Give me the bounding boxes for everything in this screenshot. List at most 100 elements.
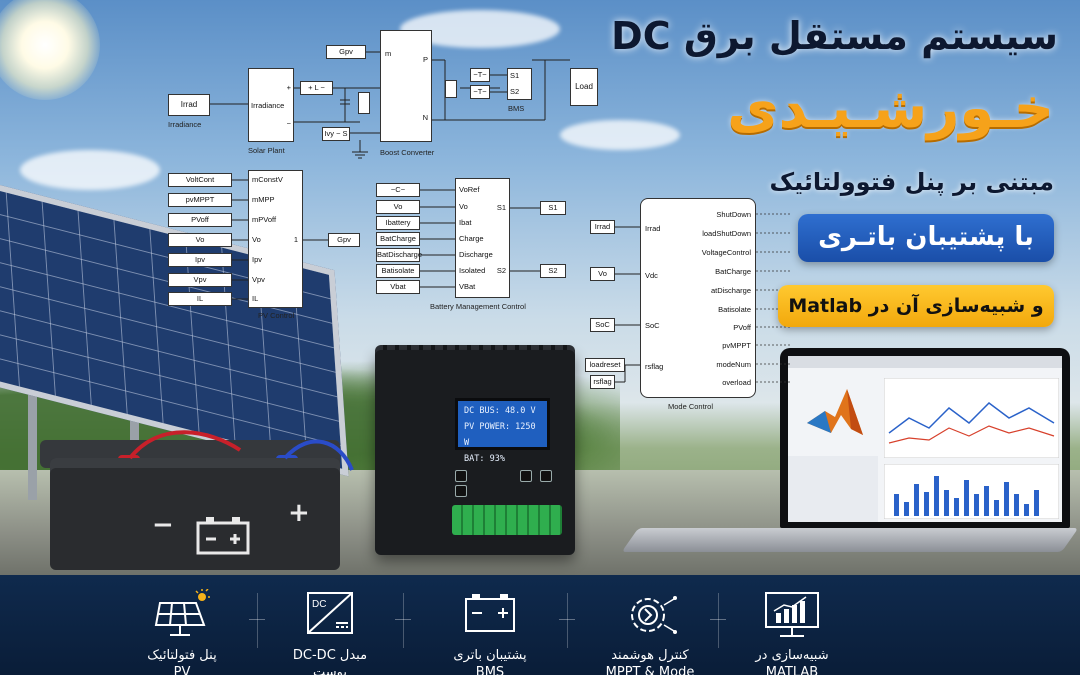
mode-port-irrad: Irrad [645, 224, 661, 233]
mode-input-rsflag[interactable]: rsflag [590, 375, 615, 389]
bmc-input-batcharge[interactable]: BatCharge [376, 232, 420, 246]
matlab-workspace-panel [788, 456, 878, 522]
solar-plant-port-minus: − [286, 119, 291, 128]
pv-port-mconstv: mConstV [252, 175, 283, 184]
feature-dc-label: مبدل DC-DC [292, 648, 368, 663]
matlab-plot [884, 378, 1059, 458]
current-sensor-block[interactable] [445, 80, 457, 98]
pv-control-name: PV Control [258, 311, 295, 320]
bmc-input-vo[interactable]: Vo [376, 200, 420, 214]
battery-image [50, 458, 340, 570]
pv-input-voltcont[interactable]: VoltCont [168, 173, 232, 187]
boost-ivy-tag[interactable]: Ivy − S [322, 127, 350, 141]
controller-button[interactable] [540, 470, 552, 482]
boost-port-m: m [385, 49, 392, 58]
mode-out-overload: overload [722, 378, 751, 387]
boost-converter-name: Boost Converter [380, 148, 435, 157]
headline-subtitle: مبتنی بر پنل فتوولتائیک [769, 168, 1054, 196]
mode-out-pvoff: PVoff [733, 323, 751, 332]
feature-battery-label: پشتیبان باتری [453, 648, 527, 663]
mode-input-loadreset[interactable]: loadreset [585, 358, 625, 372]
solar-plant-port-irradiance: Irradiance [251, 101, 285, 110]
load-block[interactable]: Load [570, 68, 598, 106]
mode-out-modenum: modeNum [716, 360, 751, 369]
bmc-output-s2[interactable]: S2 [540, 264, 566, 278]
matlab-logo-icon [807, 389, 863, 435]
pv-input-pvoff[interactable]: PVoff [168, 213, 232, 227]
bmc-input-ibattery[interactable]: Ibattery [376, 216, 420, 230]
feature-dc-dc: DC مبدل DC-DC بوست [250, 589, 410, 675]
pv-output-gpv[interactable]: Gpv [328, 233, 360, 247]
bms-block[interactable]: S1 S2 [507, 68, 532, 100]
battery-minus-symbol: − [152, 510, 174, 540]
headline-title: سیستم مستقل برق DC [611, 14, 1058, 58]
mode-out-shutdown: ShutDown [716, 210, 751, 219]
solar-plant-name: Solar Plant [248, 146, 285, 155]
terminal-block [452, 505, 562, 535]
battery-management-block[interactable]: VoRef Vo Ibat Charge Discharge Isolated … [455, 178, 510, 298]
pv-port-mmpp: mMPP [252, 195, 275, 204]
voltage-sensor-block[interactable] [358, 92, 370, 114]
feature-battery-sublabel: BMS [475, 665, 505, 675]
boost-gpv-tag[interactable]: Gpv [326, 45, 366, 59]
pv-port-out: 1 [293, 235, 298, 244]
mode-out-batisolate: Batisolate [718, 305, 751, 314]
mode-port-soc: SoC [645, 321, 660, 330]
pv-input-vo[interactable]: Vo [168, 233, 232, 247]
cloud [20, 150, 160, 190]
bms-port-s1: S1 [510, 71, 520, 80]
feature-matlab-sublabel: MATLAB [765, 665, 819, 675]
load-label: Load [575, 82, 593, 91]
sun [0, 0, 100, 100]
bmc-input-c[interactable]: −C− [376, 183, 420, 197]
feature-pv-panel: پنل فتولتائیک PV [102, 589, 262, 675]
bmc-output-s1[interactable]: S1 [540, 201, 566, 215]
mode-input-vo[interactable]: Vo [590, 267, 615, 281]
mode-out-batcharge: BatCharge [715, 267, 751, 276]
bms-port-s2: S2 [510, 87, 520, 96]
battery-backup-badge: با پشتیبان باتـری [798, 214, 1054, 262]
bmc-input-vbat[interactable]: Vbat [376, 280, 420, 294]
mode-input-irrad[interactable]: Irrad [590, 220, 615, 234]
pv-input-vpv[interactable]: Vpv [168, 273, 232, 287]
bms-tag-t1[interactable]: −T− [470, 68, 490, 82]
mode-port-rsflag: rsflag [645, 362, 664, 371]
pv-control-block[interactable]: mConstV mMPP mPVoff Vo Ipv Vpv IL 1 [248, 170, 303, 308]
solar-plant-block[interactable]: Irradiance + − [248, 68, 294, 142]
mode-control-block[interactable]: Irrad Vdc SoC rsflag ShutDown loadShutDo… [640, 198, 756, 398]
display-battery: BAT: 93% [464, 454, 505, 464]
controller-button[interactable] [520, 470, 532, 482]
controller-button[interactable] [455, 470, 467, 482]
monitor-chart-icon [765, 592, 819, 637]
pv-input-il[interactable]: IL [168, 292, 232, 306]
solar-plant-port-plus: + [286, 83, 291, 92]
feature-control-sublabel: MPPT & Mode [605, 665, 695, 675]
feature-separator [249, 593, 265, 648]
feature-separator [710, 593, 726, 648]
matlab-simulation-badge: و شبیه‌سازی آن در Matlab [778, 285, 1054, 327]
pv-input-pvmppt[interactable]: pvMPPT [168, 193, 232, 207]
pv-port-vo: Vo [252, 235, 261, 244]
mode-input-soc[interactable]: SoC [590, 318, 615, 332]
bmc-input-batdischarge[interactable]: BatDischarge [376, 248, 422, 262]
mode-port-vdc: Vdc [645, 271, 658, 280]
feature-pv-sublabel: PV [173, 665, 191, 675]
bmc-port-vo: Vo [459, 202, 468, 211]
controller-button[interactable] [455, 485, 467, 497]
bmc-port-voref: VoRef [459, 185, 480, 194]
dc-icon-text: DC [312, 599, 326, 610]
display-dc-bus: DC BUS: 48.0 V [464, 406, 536, 416]
irradiance-input-block[interactable]: Irrad [168, 94, 210, 116]
controller-display: DC BUS: 48.0 V PV POWER: 1250 W BAT: 93% [455, 398, 550, 464]
pv-port-vpv: Vpv [252, 275, 265, 284]
inductor-block[interactable]: + L − [300, 81, 333, 95]
boost-port-p: P [422, 55, 428, 64]
irradiance-block-name: Irradiance [168, 120, 202, 129]
boost-converter-block[interactable]: m P N [380, 30, 432, 142]
bmc-input-batisolate[interactable]: Batisolate [376, 264, 420, 278]
bms-tag-t2[interactable]: −T− [470, 85, 490, 99]
pv-input-ipv[interactable]: Ipv [168, 253, 232, 267]
mode-control-name: Mode Control [668, 402, 714, 411]
feature-dc-sublabel: بوست [313, 665, 347, 675]
battery-management-name: Battery Management Control [430, 302, 526, 311]
